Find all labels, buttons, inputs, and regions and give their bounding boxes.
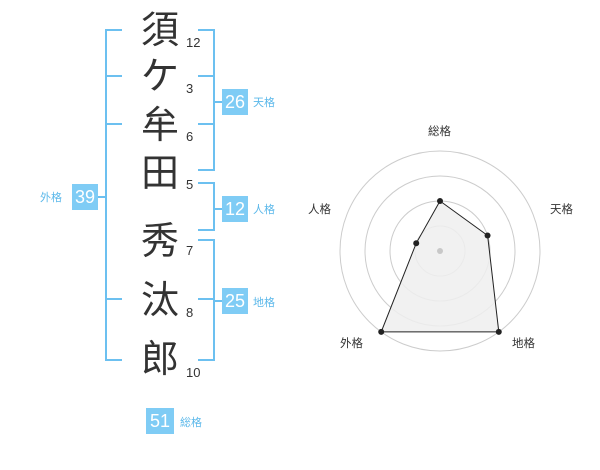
stroke-count: 8 — [186, 305, 194, 320]
jinkaku-label: 人格 — [253, 203, 275, 216]
tenkaku-value-badge: 26 — [222, 89, 248, 115]
stroke-count: 5 — [186, 177, 194, 192]
radar-point — [484, 232, 491, 239]
radar-point — [437, 198, 443, 204]
stroke-count: 12 — [186, 35, 201, 50]
tenkaku-bracket — [198, 29, 215, 171]
radar-points — [378, 198, 502, 335]
gaikaku-value-badge: 39 — [72, 184, 98, 210]
radar-axis-label-tenkaku: 天格 — [550, 202, 573, 216]
radar-ring — [339, 150, 541, 352]
name-char: 須 — [140, 8, 179, 52]
radar-center-dot — [437, 248, 443, 254]
name-char: 汰 — [140, 278, 179, 322]
radar-point — [378, 328, 385, 335]
name-char: 秀 — [140, 219, 179, 263]
tenkaku-label: 天格 — [253, 96, 275, 109]
radar-point — [413, 240, 420, 247]
stroke-count: 3 — [186, 81, 194, 96]
stroke-count: 6 — [186, 129, 194, 144]
name-char: 郎 — [140, 337, 179, 381]
jinkaku-value-badge: 12 — [222, 196, 248, 222]
jinkaku-bracket — [198, 182, 215, 231]
radar-shape — [380, 200, 500, 333]
radar-axis-label-gaikaku: 外格 — [340, 336, 363, 350]
gaikaku-bracket — [105, 29, 122, 361]
stroke-count: 10 — [186, 365, 201, 380]
soukaku-label: 総格 — [180, 416, 202, 429]
gaikaku-label: 外格 — [40, 191, 62, 204]
name-char: ケ — [140, 54, 179, 98]
radar-point — [495, 328, 502, 335]
radar-axis-label-jinkaku: 人格 — [308, 202, 331, 216]
soukaku-value-badge: 51 — [146, 408, 174, 434]
chikaku-value-badge: 25 — [222, 288, 248, 314]
name-char: 牟 — [140, 103, 179, 147]
stroke-count: 7 — [186, 243, 194, 258]
radar-axis-label-chikaku: 地格 — [512, 336, 535, 350]
radar-axis-label-soukaku: 総格 — [428, 124, 451, 138]
chikaku-label: 地格 — [253, 296, 275, 309]
name-char: 田 — [140, 151, 179, 195]
